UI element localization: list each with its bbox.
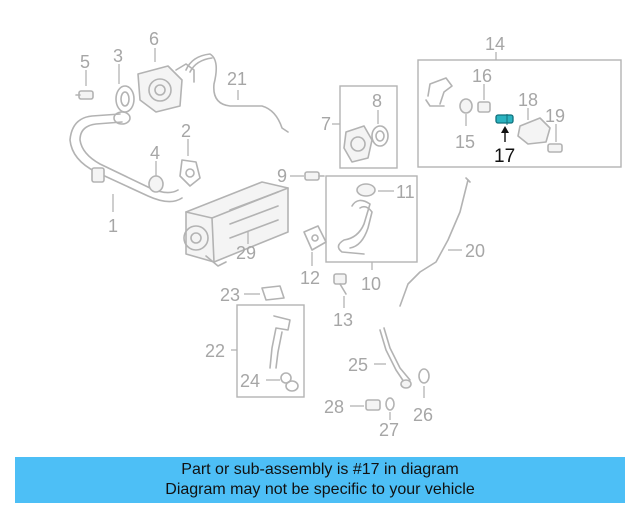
hose-part-16-group — [425, 77, 491, 113]
callout-19: 19 — [545, 106, 565, 126]
cap-part-11 — [356, 183, 394, 197]
callout-29: 29 — [236, 243, 256, 263]
callout-28: 28 — [324, 397, 344, 417]
egr-valve-part-6 — [137, 48, 195, 113]
bolt-part-9 — [290, 171, 325, 181]
flange-part-7 — [332, 123, 373, 163]
callout-18: 18 — [518, 90, 538, 110]
callout-22: 22 — [205, 341, 225, 361]
pipe-part-22 — [231, 315, 291, 369]
pipe-part-20 — [399, 177, 471, 307]
clip-part-13 — [333, 273, 347, 308]
caption-line-disclaimer: Diagram may not be specific to your vehi… — [165, 481, 475, 498]
pipe-part-21 — [185, 53, 289, 133]
grommet-part-15 — [459, 98, 473, 126]
caption-line-part: Part or sub-assembly is #17 in diagram — [181, 461, 459, 478]
callout-9: 9 — [277, 166, 287, 186]
callout-25: 25 — [348, 355, 368, 375]
callout-4: 4 — [150, 143, 160, 163]
egr-cooler-part-29 — [183, 181, 289, 267]
callout-23: 23 — [220, 285, 240, 305]
callout-16: 16 — [472, 66, 492, 86]
callout-26: 26 — [413, 405, 433, 425]
ring-part-26 — [418, 368, 430, 398]
group-box-14 — [417, 59, 622, 168]
sensor-part-18 — [517, 108, 551, 145]
bolt-part-28 — [350, 399, 381, 411]
group-box-7 — [339, 85, 398, 169]
callout-1: 1 — [108, 216, 118, 236]
bolt-part-5 — [75, 70, 94, 100]
callout-20: 20 — [465, 241, 485, 261]
seal-part-8 — [371, 110, 389, 147]
seal-part-24 — [266, 372, 299, 392]
gasket-part-23 — [244, 285, 285, 301]
parts-diagram: 1 2 3 4 5 6 7 8 9 10 11 12 13 14 15 16 1… — [69, 29, 622, 440]
callout-15: 15 — [455, 132, 475, 152]
callout-10: 10 — [361, 274, 381, 294]
caption-banner: Part or sub-assembly is #17 in diagram D… — [15, 457, 625, 503]
gasket-part-3 — [115, 64, 135, 113]
group-box-22 — [236, 304, 305, 398]
callout-27: 27 — [379, 420, 399, 440]
callout-3: 3 — [113, 46, 123, 66]
callout-21: 21 — [227, 69, 247, 89]
callout-13: 13 — [333, 310, 353, 330]
hose-part-10 — [337, 199, 373, 270]
callout-12: 12 — [300, 268, 320, 288]
callout-7: 7 — [321, 114, 331, 134]
bolt-part-17 — [495, 114, 514, 142]
bracket-part-25 — [374, 327, 412, 389]
callout-2: 2 — [181, 121, 191, 141]
washer-part-27 — [385, 397, 395, 420]
callout-17: 17 — [494, 146, 515, 167]
pipe-part-1 — [69, 111, 183, 212]
callout-8: 8 — [372, 91, 382, 111]
callout-24: 24 — [240, 371, 260, 391]
bolt-part-19 — [547, 124, 563, 153]
callout-6: 6 — [149, 29, 159, 49]
gasket-part-2 — [179, 139, 201, 187]
callout-5: 5 — [80, 52, 90, 72]
gasket-part-12 — [303, 225, 327, 266]
callout-11: 11 — [396, 182, 415, 202]
callout-14: 14 — [485, 34, 505, 54]
plug-part-4 — [148, 161, 164, 193]
